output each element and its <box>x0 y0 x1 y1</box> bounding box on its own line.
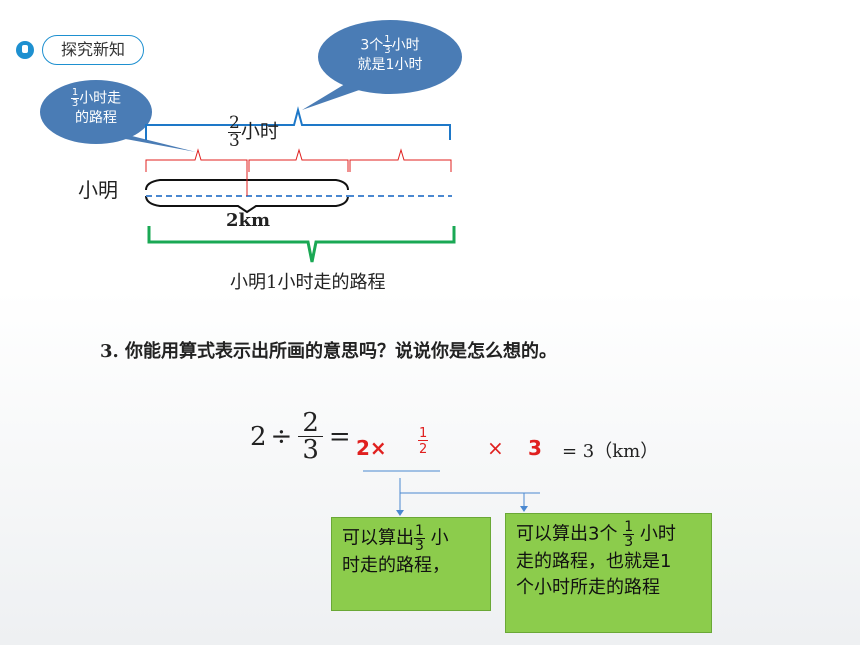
bubble-right-tail <box>302 84 365 110</box>
distance-label: 2km <box>226 210 271 231</box>
eq-three: 3 <box>528 436 542 460</box>
bubble-right-line2: 就是1小时 <box>357 57 423 73</box>
section-badge: 探究新知 <box>42 35 144 65</box>
one-hour-distance-label: 小明1小时走的路程 <box>230 272 386 293</box>
third-brace-1 <box>145 148 248 172</box>
bubble-right-prefix: 3个 <box>360 37 384 54</box>
third-brace-2 <box>248 148 349 172</box>
eq-equals: = <box>328 421 351 452</box>
two-thirds-brace-bottom <box>145 195 349 214</box>
row-label-xiaoming: 小明 <box>78 178 118 202</box>
bubble-left-tail <box>120 136 196 152</box>
bubble-right-shape <box>318 20 462 94</box>
bubble-left-shape <box>40 80 152 144</box>
eq-whole: 2 <box>250 421 267 452</box>
eq-step-2x: 2× <box>356 436 387 460</box>
eq-result: = 3（km） <box>562 441 659 462</box>
connector-arrow-left <box>396 510 404 516</box>
third-brace-3 <box>349 148 452 172</box>
lightbulb-icon <box>16 41 34 59</box>
connector-arrow-right <box>520 506 528 512</box>
hour-distance-brace <box>147 226 456 263</box>
bubble-left-line2: 的路程 <box>75 110 117 126</box>
bubble-left-line1: 小时走 <box>79 90 122 107</box>
eq-times: × <box>487 436 504 460</box>
eq-divide: ÷ <box>270 421 293 452</box>
bubble-right-line1: 小时 <box>391 37 420 54</box>
question-text: 3. 你能用算式表示出所画的意思吗？说说你是怎么想的。 <box>100 341 558 362</box>
hour-brace <box>145 106 451 140</box>
two-thirds-brace-top <box>145 179 349 191</box>
